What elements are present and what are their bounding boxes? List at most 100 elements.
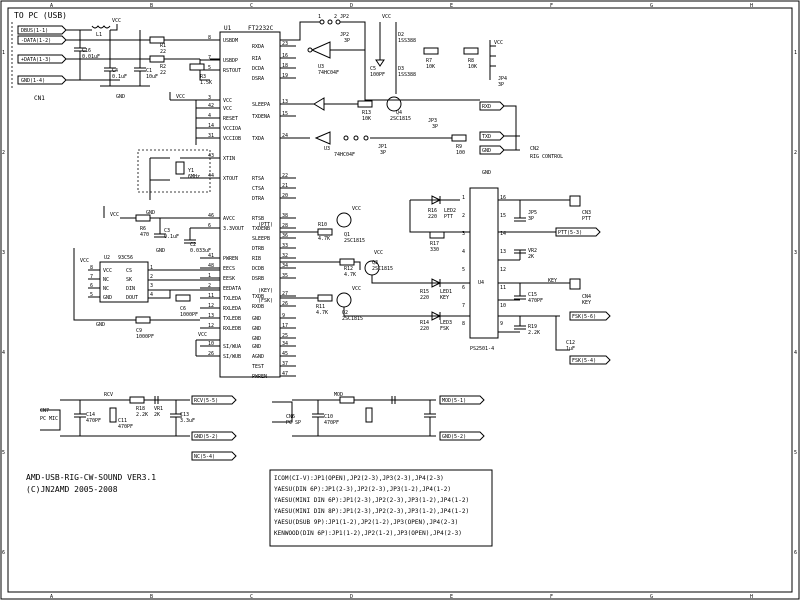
cn2-label: RIG CONTROL xyxy=(530,154,563,160)
u1-pin-number: 45 xyxy=(282,351,288,357)
u1-pin-number: 31 xyxy=(208,133,214,139)
cn6-label: PC SP xyxy=(286,420,301,426)
u1-pin-number: 25 xyxy=(282,333,288,339)
rcv-gnd-pin: GND(5-2) xyxy=(194,434,218,440)
u1-pin-name: DCDA xyxy=(252,66,264,72)
u1-pin-number: 36 xyxy=(282,233,288,239)
frame-col-label: E xyxy=(450,594,453,600)
frame-row-label: 5 xyxy=(2,450,5,456)
frame-col-label: D xyxy=(350,3,353,9)
svg-text:C2: C2 xyxy=(190,242,196,248)
frame-row-label: 6 xyxy=(794,550,797,556)
svg-text:220: 220 xyxy=(428,214,437,220)
svg-text:C10: C10 xyxy=(324,414,333,420)
svg-text:2: 2 xyxy=(334,14,337,20)
svg-text:2.2K: 2.2K xyxy=(136,412,148,418)
u1-pin-number: 7 xyxy=(208,55,211,61)
led3-icon xyxy=(431,311,442,321)
svg-text:C4: C4 xyxy=(112,68,118,74)
svg-text:470PF: 470PF xyxy=(86,418,101,424)
u1-pin-name: SLEEPA xyxy=(252,102,270,108)
svg-text:2K: 2K xyxy=(528,254,534,260)
usb-title: TO PC (USB) xyxy=(14,11,67,20)
u1-pin-number: 8 xyxy=(208,35,211,41)
svg-text:22: 22 xyxy=(160,70,166,76)
u4-pin-number: 12 xyxy=(500,267,506,273)
svg-text:100: 100 xyxy=(456,150,465,156)
u1-part: FT2232C xyxy=(248,25,274,32)
svg-text:LED3: LED3 xyxy=(440,320,452,326)
cn2-txd: TXD xyxy=(482,134,491,140)
cn4-ref: CN4 xyxy=(582,294,591,300)
svg-text:D3: D3 xyxy=(398,66,404,72)
svg-text:R15: R15 xyxy=(420,289,429,295)
u1-right-pins: 23RXDA16RIA18DCDA19DSRA13SLEEPA15TXDENA2… xyxy=(252,41,296,380)
u2-pin-number: 8 xyxy=(90,265,93,271)
svg-text:3.3uF: 3.3uF xyxy=(180,418,195,424)
key-label: KEY xyxy=(548,278,557,284)
svg-text:220: 220 xyxy=(420,295,429,301)
cn7-ref: CN7 xyxy=(40,408,49,414)
u1-pin-name: SI/WUB xyxy=(223,354,241,360)
u2-pin-number: 5 xyxy=(90,292,93,298)
u1-pin-name: XTIN xyxy=(223,156,235,162)
transistor-q2-icon xyxy=(336,292,352,308)
u1-pin-name: TXLEDA xyxy=(223,296,241,302)
u1-pin-number: 48 xyxy=(208,263,214,269)
svg-text:4.7K: 4.7K xyxy=(344,272,356,278)
svg-text:JP1: JP1 xyxy=(378,144,387,150)
svg-text:LED2: LED2 xyxy=(444,208,456,214)
u1-pin-name: TXLEDB xyxy=(223,316,241,322)
u1-pin-name: EEDATA xyxy=(223,286,241,292)
u1-pin-name: PWREN xyxy=(252,374,267,380)
u1-pin-name: 3.3VOUT xyxy=(223,226,244,232)
frame-col-label: B xyxy=(150,594,153,600)
u1-pin-number: 20 xyxy=(282,193,288,199)
nc-pin: NC(5-4) xyxy=(194,454,215,460)
u1-pin-number: 17 xyxy=(282,323,288,329)
svg-text:GND: GND xyxy=(116,94,125,100)
u1-pin-name: AVCC xyxy=(223,216,235,222)
u1-pin-name: TXDA xyxy=(252,136,264,142)
u1-ref: U1 xyxy=(224,25,232,32)
u1-pin-name: USBDM xyxy=(223,38,238,44)
u1-pin-name: RIA xyxy=(252,56,261,62)
svg-text:1000PF: 1000PF xyxy=(136,334,154,340)
u1-pin-name: TEST xyxy=(252,364,264,370)
svg-text:2SC1815: 2SC1815 xyxy=(390,116,411,122)
u1-pin-number: 38 xyxy=(282,213,288,219)
svg-text:C9: C9 xyxy=(136,328,142,334)
frame-col-label: G xyxy=(650,594,653,600)
svg-text:0.1uF: 0.1uF xyxy=(164,234,179,240)
svg-text:VCC: VCC xyxy=(198,332,207,338)
u1-pin-name: RESET xyxy=(223,116,238,122)
u1-pin-number: 9 xyxy=(282,313,285,319)
u3-inverter-1-icon xyxy=(310,41,331,59)
u2-pin-name: GND xyxy=(103,295,112,301)
jumper-row: YAESU(DIN 6P):JP1(2-3),JP2(2-3),JP3(1-2)… xyxy=(274,486,451,493)
cn3-ref: CN3 xyxy=(582,210,591,216)
u1-pin-number: 19 xyxy=(282,73,288,79)
svg-text:C16: C16 xyxy=(82,48,91,54)
u1-pin-name: XTOUT xyxy=(223,176,238,182)
svg-text:74HC04F: 74HC04F xyxy=(318,70,339,76)
u4-pin-number: 2 xyxy=(462,213,465,219)
svg-text:4.7K: 4.7K xyxy=(316,310,328,316)
svg-text:U3: U3 xyxy=(318,64,324,70)
cn2-gnd: GND xyxy=(482,148,491,154)
frame-col-label: A xyxy=(50,3,53,9)
u1-pin-name: PWREN xyxy=(223,256,238,262)
u1-pin-number: 14 xyxy=(208,123,214,129)
svg-text:VR2: VR2 xyxy=(528,248,537,254)
svg-text:Q1: Q1 xyxy=(344,232,350,238)
title-line-2: (C)JN2AMD 2005-2008 xyxy=(26,485,118,494)
u1-pin-name: RTSA xyxy=(252,176,264,182)
frame-row-label: 2 xyxy=(2,150,5,156)
usb-pin-4: GND(1-4) xyxy=(21,78,45,84)
usb-pins: DBUS(1-1) -DATA(1-2) +DATA(1-3) GND(1-4) xyxy=(17,25,67,85)
u1-pin-name: GND xyxy=(252,336,261,342)
svg-text:4.7K: 4.7K xyxy=(318,236,330,242)
